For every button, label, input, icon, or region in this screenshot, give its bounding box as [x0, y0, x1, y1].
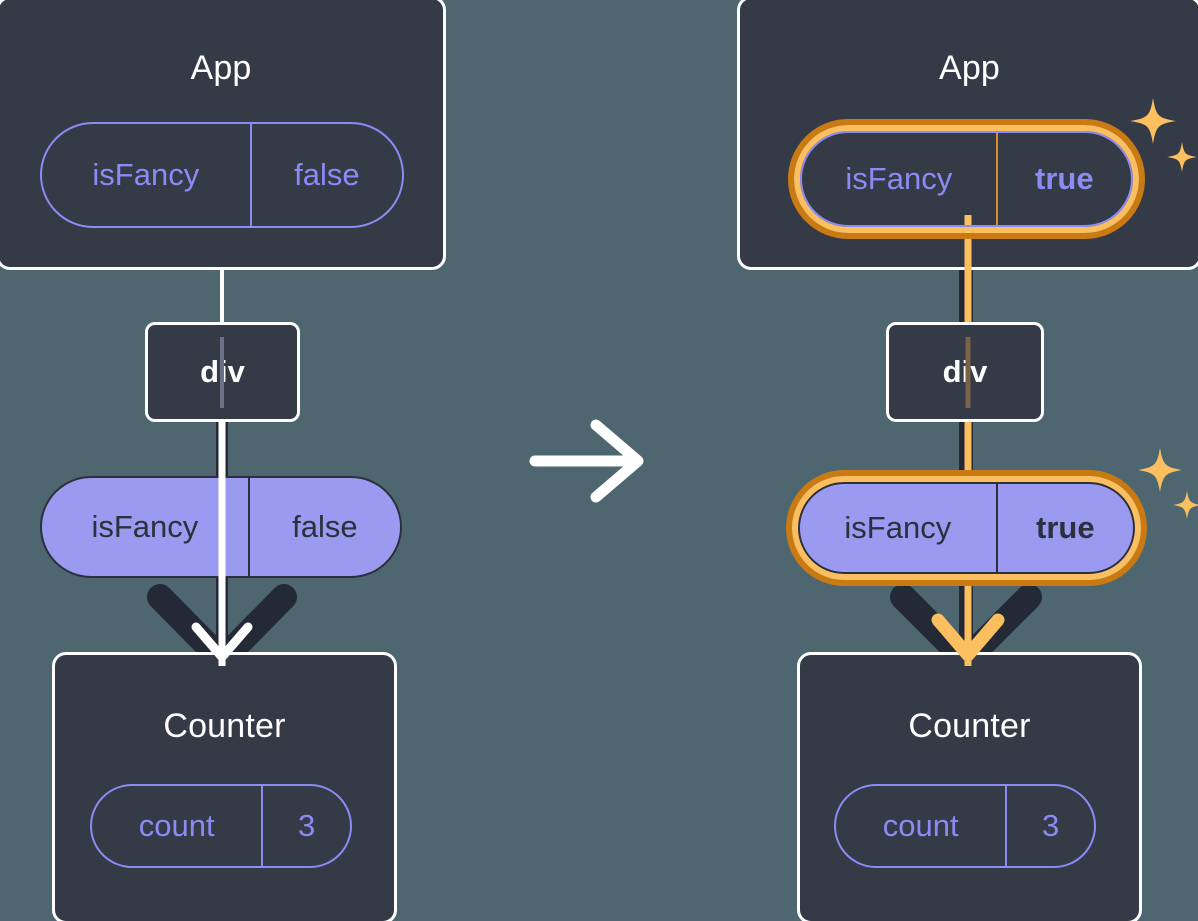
right-app-title: App [938, 49, 1001, 87]
right-app-sparkle-icon [1130, 98, 1197, 172]
right-div-box: div [886, 322, 1044, 422]
right-app-state-name: isFancy [845, 161, 953, 196]
left-prop-name: isFancy [91, 509, 199, 544]
left-app-state-pill[interactable]: isFancy false [40, 122, 404, 228]
left-counter-title: Counter [163, 707, 286, 745]
right-counter-state-value: 3 [1005, 786, 1094, 866]
right-prop-name: isFancy [844, 510, 952, 545]
left-counter-state-pill[interactable]: count 3 [90, 784, 352, 868]
right-app-state-value: true [995, 133, 1131, 225]
left-counter-state-name: count [138, 808, 215, 843]
right-prop-pill[interactable]: isFancy true [798, 482, 1135, 574]
right-app-state-pill[interactable]: isFancy true [800, 131, 1133, 227]
right-div-label: div [942, 354, 988, 389]
right-counter-title: Counter [908, 707, 1031, 745]
right-prop-sparkle-icon [1138, 448, 1198, 519]
right-counter-state-name: count [882, 808, 959, 843]
left-app-title: App [190, 49, 252, 87]
right-prop-value: true [995, 484, 1133, 572]
right-counter-state-pill[interactable]: count 3 [834, 784, 1096, 868]
left-app-state-name: isFancy [92, 157, 200, 192]
left-counter-state-value: 3 [261, 786, 350, 866]
left-app-state-value: false [249, 124, 402, 226]
left-prop-value: false [247, 478, 400, 576]
